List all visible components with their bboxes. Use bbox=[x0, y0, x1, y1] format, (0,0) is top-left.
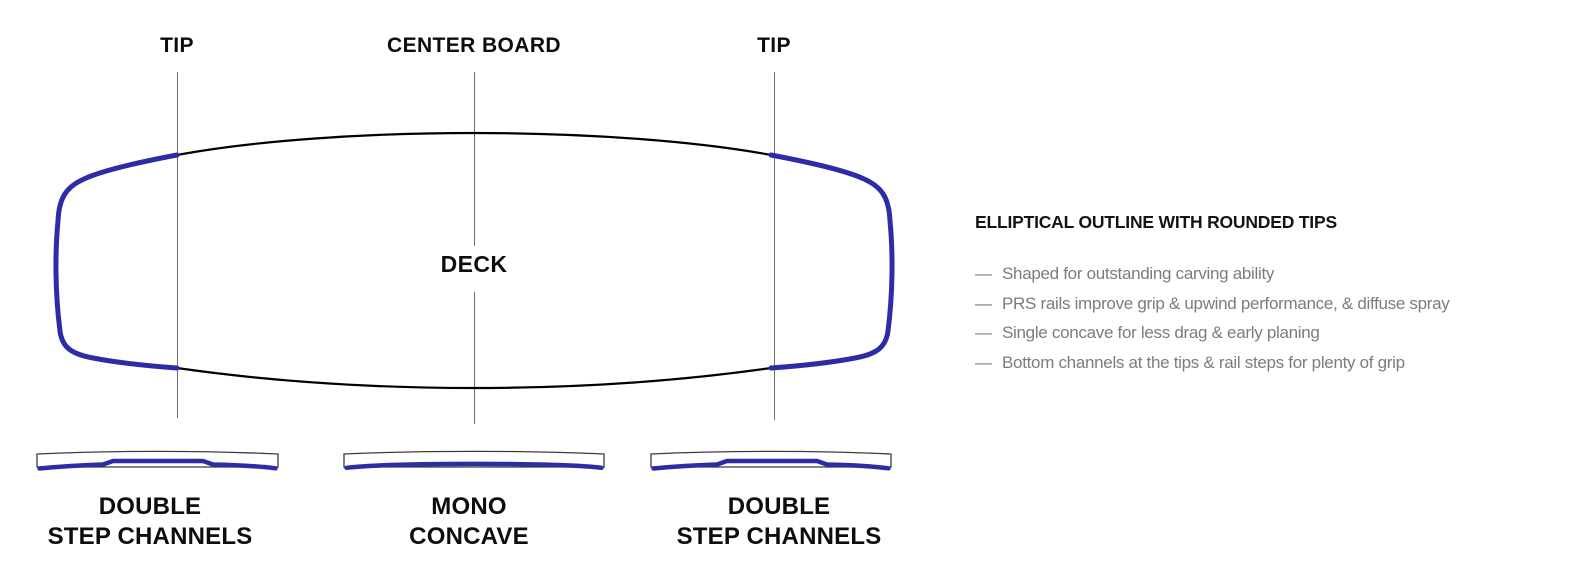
bottom-profiles bbox=[37, 458, 891, 471]
tip-label-left: TIP bbox=[160, 34, 194, 57]
double-step-channels-label-left-line1: DOUBLE bbox=[98, 493, 202, 520]
dash-bullet: — bbox=[975, 323, 992, 342]
mono-concave-label-line2: CONCAVE bbox=[409, 523, 529, 550]
feature-text: PRS rails improve grip & upwind performa… bbox=[1002, 293, 1450, 313]
feature-text: Single concave for less drag & early pla… bbox=[1002, 323, 1320, 342]
dash-bullet: — bbox=[975, 264, 992, 283]
deck-label: DECK bbox=[440, 251, 508, 277]
tip-label-right: TIP bbox=[757, 34, 791, 57]
mono-concave-label-line1: MONO bbox=[431, 493, 507, 520]
double-step-channel-profile-left bbox=[37, 458, 278, 471]
mono-concave-label: MONO CONCAVE bbox=[409, 492, 529, 552]
rail-highlight-left bbox=[53, 152, 180, 371]
double-step-channels-label-right-line2: STEP CHANNELS bbox=[676, 523, 882, 550]
board-diagram bbox=[36, 72, 895, 471]
mono-concave-profile bbox=[344, 461, 604, 471]
list-item: — PRS rails improve grip & upwind perfor… bbox=[975, 289, 1565, 319]
feature-text: Shaped for outstanding carving ability bbox=[1002, 264, 1275, 283]
feature-text: Bottom channels at the tips & rail steps… bbox=[1002, 352, 1405, 372]
list-item: — Bottom channels at the tips & rail ste… bbox=[975, 348, 1565, 378]
features-heading: ELLIPTICAL OUTLINE WITH ROUNDED TIPS bbox=[975, 212, 1337, 232]
dash-bullet: — bbox=[975, 352, 992, 372]
list-item: — Shaped for outstanding carving ability bbox=[975, 259, 1565, 289]
double-step-channel-profile-right bbox=[651, 458, 891, 471]
rail-highlight-right bbox=[768, 152, 895, 371]
features-list: — Shaped for outstanding carving ability… bbox=[975, 259, 1565, 377]
center-board-label: CENTER BOARD bbox=[387, 34, 561, 57]
list-item: — Single concave for less drag & early p… bbox=[975, 318, 1565, 348]
double-step-channels-label-right: DOUBLE STEP CHANNELS bbox=[677, 492, 882, 552]
features-panel: ELLIPTICAL OUTLINE WITH ROUNDED TIPS — S… bbox=[975, 212, 1565, 377]
double-step-channels-label-left-line2: STEP CHANNELS bbox=[47, 523, 253, 550]
double-step-channels-label-right-line1: DOUBLE bbox=[727, 493, 831, 520]
dash-bullet: — bbox=[975, 293, 992, 313]
double-step-channels-label-left: DOUBLE STEP CHANNELS bbox=[48, 492, 253, 552]
guide-lines bbox=[177, 72, 775, 424]
